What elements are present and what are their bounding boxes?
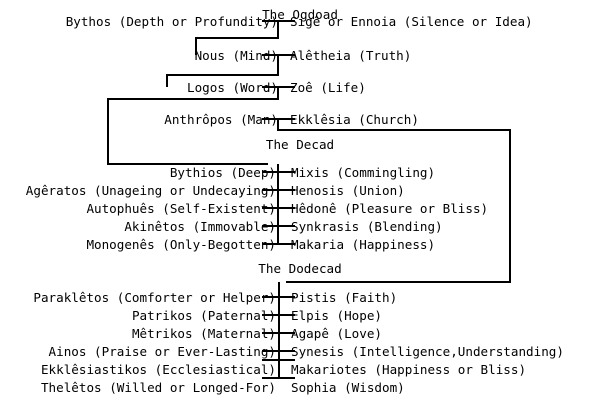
aeon-parakletos: Paraklêtos (Comforter or Helper) — [33, 290, 276, 305]
aeon-makariotes: Makariotes (Happiness or Bliss) — [291, 362, 527, 377]
ogdoad-row-1: Bythos (Depth or Profundity) Sigê or Enn… — [0, 14, 600, 31]
aeon-sige: Sigê or Ennoia (Silence or Idea) — [290, 14, 533, 29]
decad-row-5: Monogenês (Only-Begotten) Makaria (Happi… — [0, 237, 600, 254]
aeon-elpis: Elpis (Hope) — [291, 308, 382, 323]
aeon-metrikos: Mêtrikos (Maternal) — [131, 326, 276, 341]
ogdoad-row-4: Anthrôpos (Man) Ekklêsia (Church) — [0, 112, 600, 129]
aeon-ainos: Ainos (Praise or Ever-Lasting) — [48, 344, 276, 359]
aeon-hedone: Hêdonê (Pleasure or Bliss) — [291, 201, 489, 216]
aeon-pistis: Pistis (Faith) — [291, 290, 398, 305]
decad-row-2: Agêratos (Unageing or Undecaying) Henosi… — [0, 183, 600, 200]
section-title-dodecad: The Dodecad — [258, 261, 342, 276]
aeon-ekklesia: Ekklêsia (Church) — [290, 112, 419, 127]
section-title-ogdoad: The Ogdoad — [262, 7, 338, 22]
aeon-ageratos: Agêratos (Unageing or Undecaying) — [25, 183, 276, 198]
aeon-bythos: Bythos (Depth or Profundity) — [65, 14, 278, 29]
aeon-nous: Nous (Mind) — [194, 48, 278, 63]
aeon-sophia: Sophia (Wisdom) — [291, 380, 405, 395]
decad-row-3: Autophuês (Self-Existent) Hêdonê (Pleasu… — [0, 201, 600, 218]
aeon-henosis: Henosis (Union) — [291, 183, 405, 198]
decad-row-4: Akinêtos (Immovable) Synkrasis (Blending… — [0, 219, 600, 236]
aeon-logos: Logos (Word) — [187, 80, 278, 95]
aeon-synkrasis: Synkrasis (Blending) — [291, 219, 443, 234]
aeon-ekklesiastikos: Ekklêsiastikos (Ecclesiastical) — [40, 362, 276, 377]
dodecad-row-3: Mêtrikos (Maternal) Agapê (Love) — [0, 326, 600, 343]
aeon-patrikos: Patrikos (Paternal) — [131, 308, 276, 323]
section-title-decad: The Decad — [265, 137, 335, 152]
aeon-aletheia: Alêtheia (Truth) — [290, 48, 412, 63]
decad-row-1: Bythios (Deep) Mixis (Commingling) — [0, 165, 600, 182]
aeon-theletos: Thelêtos (Willed or Longed-For) — [40, 380, 276, 395]
aeon-autophues: Autophuês (Self-Existent) — [86, 201, 276, 216]
aeon-synesis: Synesis (Intelligence,Understanding) — [291, 344, 564, 359]
aeon-makaria: Makaria (Happiness) — [291, 237, 436, 252]
aeon-agape: Agapê (Love) — [291, 326, 382, 341]
aeon-monogenes: Monogenês (Only-Begotten) — [86, 237, 276, 252]
dodecad-row-4: Ainos (Praise or Ever-Lasting) Synesis (… — [0, 344, 600, 361]
aeon-bythios: Bythios (Deep) — [169, 165, 276, 180]
ogdoad-row-3: Logos (Word) Zoê (Life) — [0, 80, 600, 97]
dodecad-row-5: Ekklêsiastikos (Ecclesiastical) Makariot… — [0, 362, 600, 379]
aeon-mixis: Mixis (Commingling) — [291, 165, 436, 180]
ogdoad-row-2: Nous (Mind) Alêtheia (Truth) — [0, 48, 600, 65]
aeon-akinetos: Akinêtos (Immovable) — [124, 219, 276, 234]
dodecad-row-1: Paraklêtos (Comforter or Helper) Pistis … — [0, 290, 600, 307]
dodecad-row-6: Thelêtos (Willed or Longed-For) Sophia (… — [0, 380, 600, 397]
aeon-anthropos: Anthrôpos (Man) — [164, 112, 278, 127]
dodecad-row-2: Patrikos (Paternal) Elpis (Hope) — [0, 308, 600, 325]
aeon-zoe: Zoê (Life) — [290, 80, 366, 95]
